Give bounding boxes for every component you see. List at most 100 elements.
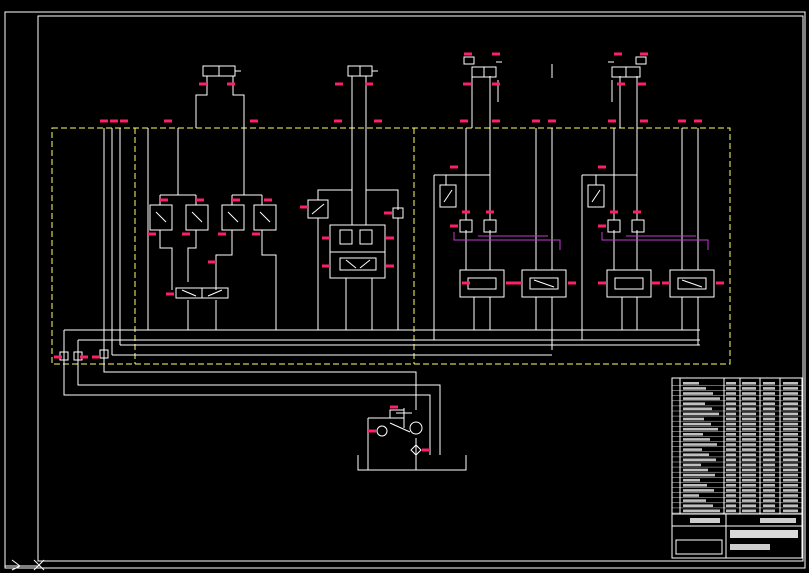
title-block-cell-text <box>726 484 736 487</box>
title-block-cell-text <box>763 484 775 487</box>
title-block-cell-text <box>783 453 798 456</box>
title-block-cell-text <box>683 433 703 436</box>
title-block-cell-text <box>763 402 775 405</box>
title-block-cell-text <box>742 438 756 441</box>
title-block-cell-text <box>683 402 705 405</box>
title-block-cell-text <box>726 422 736 426</box>
title-block-cell-text <box>726 458 736 462</box>
title-block-cell-text <box>742 407 756 411</box>
title-block-cell-text <box>783 392 798 395</box>
title-block-cell-text <box>726 402 736 405</box>
title-block-cell-text <box>726 453 736 456</box>
title-block-cell-text <box>783 494 798 497</box>
title-block-cell-text <box>763 422 775 426</box>
title-block-cell-text <box>742 458 756 462</box>
title-block-cell-text <box>726 504 736 507</box>
title-block-cell-text <box>742 443 756 446</box>
title-block-cell-text <box>742 382 756 385</box>
title-block-cell-text <box>742 478 756 482</box>
title-block-cell-text <box>683 422 711 426</box>
title-block-cell-text <box>742 412 756 416</box>
title-block-cell-text <box>683 407 712 411</box>
title-block-cell-text <box>742 499 756 502</box>
directional-valve-icon <box>149 204 277 299</box>
title-block-cell-text <box>783 443 798 446</box>
title-block-cell-text <box>763 453 775 456</box>
title-block-cell-text <box>683 427 718 431</box>
title-block-cell-text <box>683 387 706 390</box>
title-block-cell-text <box>763 412 775 416</box>
title-block-cell-text <box>742 427 756 431</box>
title-block-cell-text <box>783 499 798 502</box>
title-block-cell-text <box>683 473 715 477</box>
title-block-cell-text <box>742 494 756 497</box>
title-block-cell-text <box>726 509 736 513</box>
title-block-cell-text <box>783 438 798 441</box>
title-block-cell-text <box>726 392 736 395</box>
title-block-cell-text <box>683 417 704 421</box>
title-block-cell-text <box>683 504 713 507</box>
title-block-cell-text <box>783 382 798 385</box>
valve-group-boundaries <box>51 127 731 365</box>
title-block-cell-text <box>783 387 798 390</box>
title-block-cell-text <box>683 392 713 395</box>
title-block-cell-text <box>726 494 736 497</box>
hydraulic-cylinder-icon <box>608 56 647 102</box>
title-block-cell-text <box>742 453 756 456</box>
title-block-cell-text <box>763 417 775 421</box>
title-block-cell-text <box>726 499 736 502</box>
title-block-cell-text <box>783 407 798 411</box>
title-block-cell-text <box>683 478 700 482</box>
pilot-lines <box>453 232 709 250</box>
title-block-cell-text <box>783 478 798 482</box>
title-block-cell-text <box>742 473 756 477</box>
title-block-cell-text <box>763 504 775 507</box>
title-block-cell-text <box>683 443 717 446</box>
title-block-cell-text <box>726 448 736 451</box>
title-block-cell-text <box>783 473 798 477</box>
title-block-cell-text <box>726 478 736 482</box>
title-block-cell-text <box>763 463 775 467</box>
title-block-cell-text <box>742 484 756 487</box>
title-block-cell-text <box>763 397 775 400</box>
title-block-cell-text <box>683 509 720 513</box>
title-block-cell-text <box>783 484 798 487</box>
title-block-cell-text <box>683 412 719 416</box>
title-block-cell-text <box>742 504 756 507</box>
coordinate-axis-icon <box>5 559 45 571</box>
title-block-cell-text <box>783 448 798 451</box>
title-block-cell-text <box>683 489 714 492</box>
title-block-cell-text <box>683 468 708 472</box>
title-block-cell-text <box>763 443 775 446</box>
title-block-cell-text <box>683 484 707 487</box>
directional-valve-icon <box>587 184 715 298</box>
hydraulic-cylinder-icon <box>347 65 378 77</box>
title-block-cell-text <box>763 392 775 395</box>
title-block-cell-text <box>783 402 798 405</box>
title-block-cell-text <box>763 478 775 482</box>
title-block-cell-text <box>683 463 701 467</box>
title-block-cell-text <box>742 402 756 405</box>
title-block-cell-text <box>763 433 775 436</box>
title-block-cell-text <box>742 397 756 400</box>
title-block-cell-text <box>742 433 756 436</box>
title-block-cell-text <box>742 509 756 513</box>
title-block-cell-text <box>683 494 699 497</box>
title-block-cell-text <box>683 438 710 441</box>
title-block-cell-text <box>763 499 775 502</box>
title-block-cell-text <box>726 397 736 400</box>
title-block-cell-text <box>726 427 736 431</box>
title-block-cell-text <box>783 417 798 421</box>
title-block-cell-text <box>783 458 798 462</box>
title-block-cell-text <box>763 427 775 431</box>
title-block-cell-text <box>742 468 756 472</box>
title-block-cell-text <box>726 417 736 421</box>
title-block-cell-text <box>726 438 736 441</box>
sheet-frame <box>4 11 806 569</box>
title-block-cell-text <box>783 504 798 507</box>
title-block-cell-text <box>683 499 706 502</box>
title-block-cell-text <box>726 382 736 385</box>
title-block-cell-text <box>742 392 756 395</box>
title-block-cell-text <box>726 473 736 477</box>
